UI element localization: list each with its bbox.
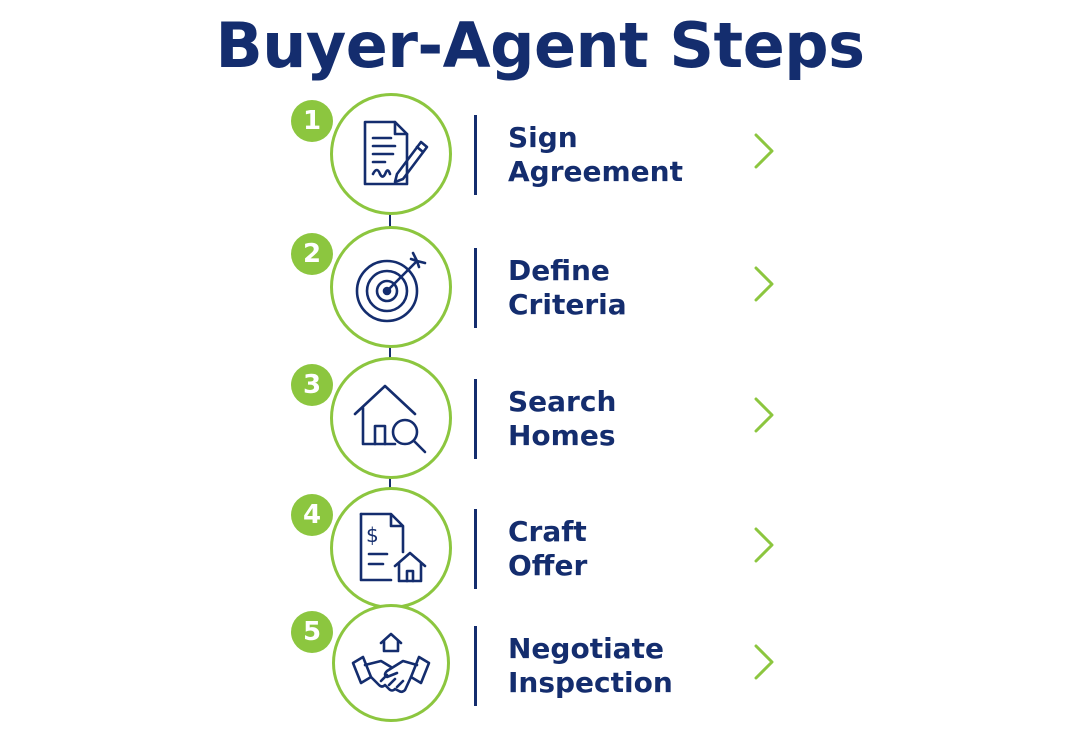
target-arrow-icon: [355, 251, 427, 323]
divider: [474, 248, 477, 328]
house-search-icon: [353, 384, 427, 454]
step-1[interactable]: 1 Sign Agreement: [0, 93, 1080, 223]
page-title: Buyer-Agent Steps: [215, 9, 865, 82]
step-label-line1: Define: [508, 254, 610, 287]
divider: [474, 626, 477, 706]
divider: [474, 115, 477, 195]
step-number-badge: 1: [291, 100, 333, 142]
chevron-right-icon[interactable]: [750, 131, 780, 171]
handshake-house-icon: [351, 632, 431, 694]
divider: [474, 509, 477, 589]
chevron-right-icon[interactable]: [750, 395, 780, 435]
offer-document-icon: $: [359, 512, 427, 583]
step-label: Search Homes: [508, 385, 728, 453]
step-label-line2: Agreement: [508, 155, 683, 188]
divider: [474, 379, 477, 459]
step-2[interactable]: 2 Define Criteria: [0, 226, 1080, 356]
step-label-line1: Sign: [508, 121, 578, 154]
step-icon-circle: [330, 357, 452, 479]
step-number-badge: 4: [291, 494, 333, 536]
step-4[interactable]: $ 4 Craft Offer: [0, 487, 1080, 617]
step-icon-circle: [330, 226, 452, 348]
step-icon-circle: [332, 604, 450, 722]
step-label-line2: Offer: [508, 549, 588, 582]
step-label-line2: Inspection: [508, 666, 673, 699]
step-label: Define Criteria: [508, 254, 728, 322]
step-5[interactable]: 5 Negotiate Inspection: [0, 604, 1080, 734]
step-icon-circle: $: [330, 487, 452, 609]
chevron-right-icon[interactable]: [750, 642, 780, 682]
step-label-line1: Search: [508, 385, 617, 418]
chevron-right-icon[interactable]: [750, 264, 780, 304]
step-number-badge: 3: [291, 364, 333, 406]
step-3[interactable]: 3 Search Homes: [0, 357, 1080, 487]
chevron-right-icon[interactable]: [750, 525, 780, 565]
step-label: Sign Agreement: [508, 121, 728, 189]
contract-signature-icon: [363, 120, 429, 186]
step-number-badge: 5: [291, 611, 333, 653]
step-label: Negotiate Inspection: [508, 632, 728, 700]
svg-text:$: $: [366, 523, 379, 547]
step-label-line2: Homes: [508, 419, 616, 452]
step-label: Craft Offer: [508, 515, 728, 583]
step-label-line1: Craft: [508, 515, 587, 548]
step-number-badge: 2: [291, 233, 333, 275]
step-label-line2: Criteria: [508, 288, 627, 321]
step-icon-circle: [330, 93, 452, 215]
step-label-line1: Negotiate: [508, 632, 664, 665]
